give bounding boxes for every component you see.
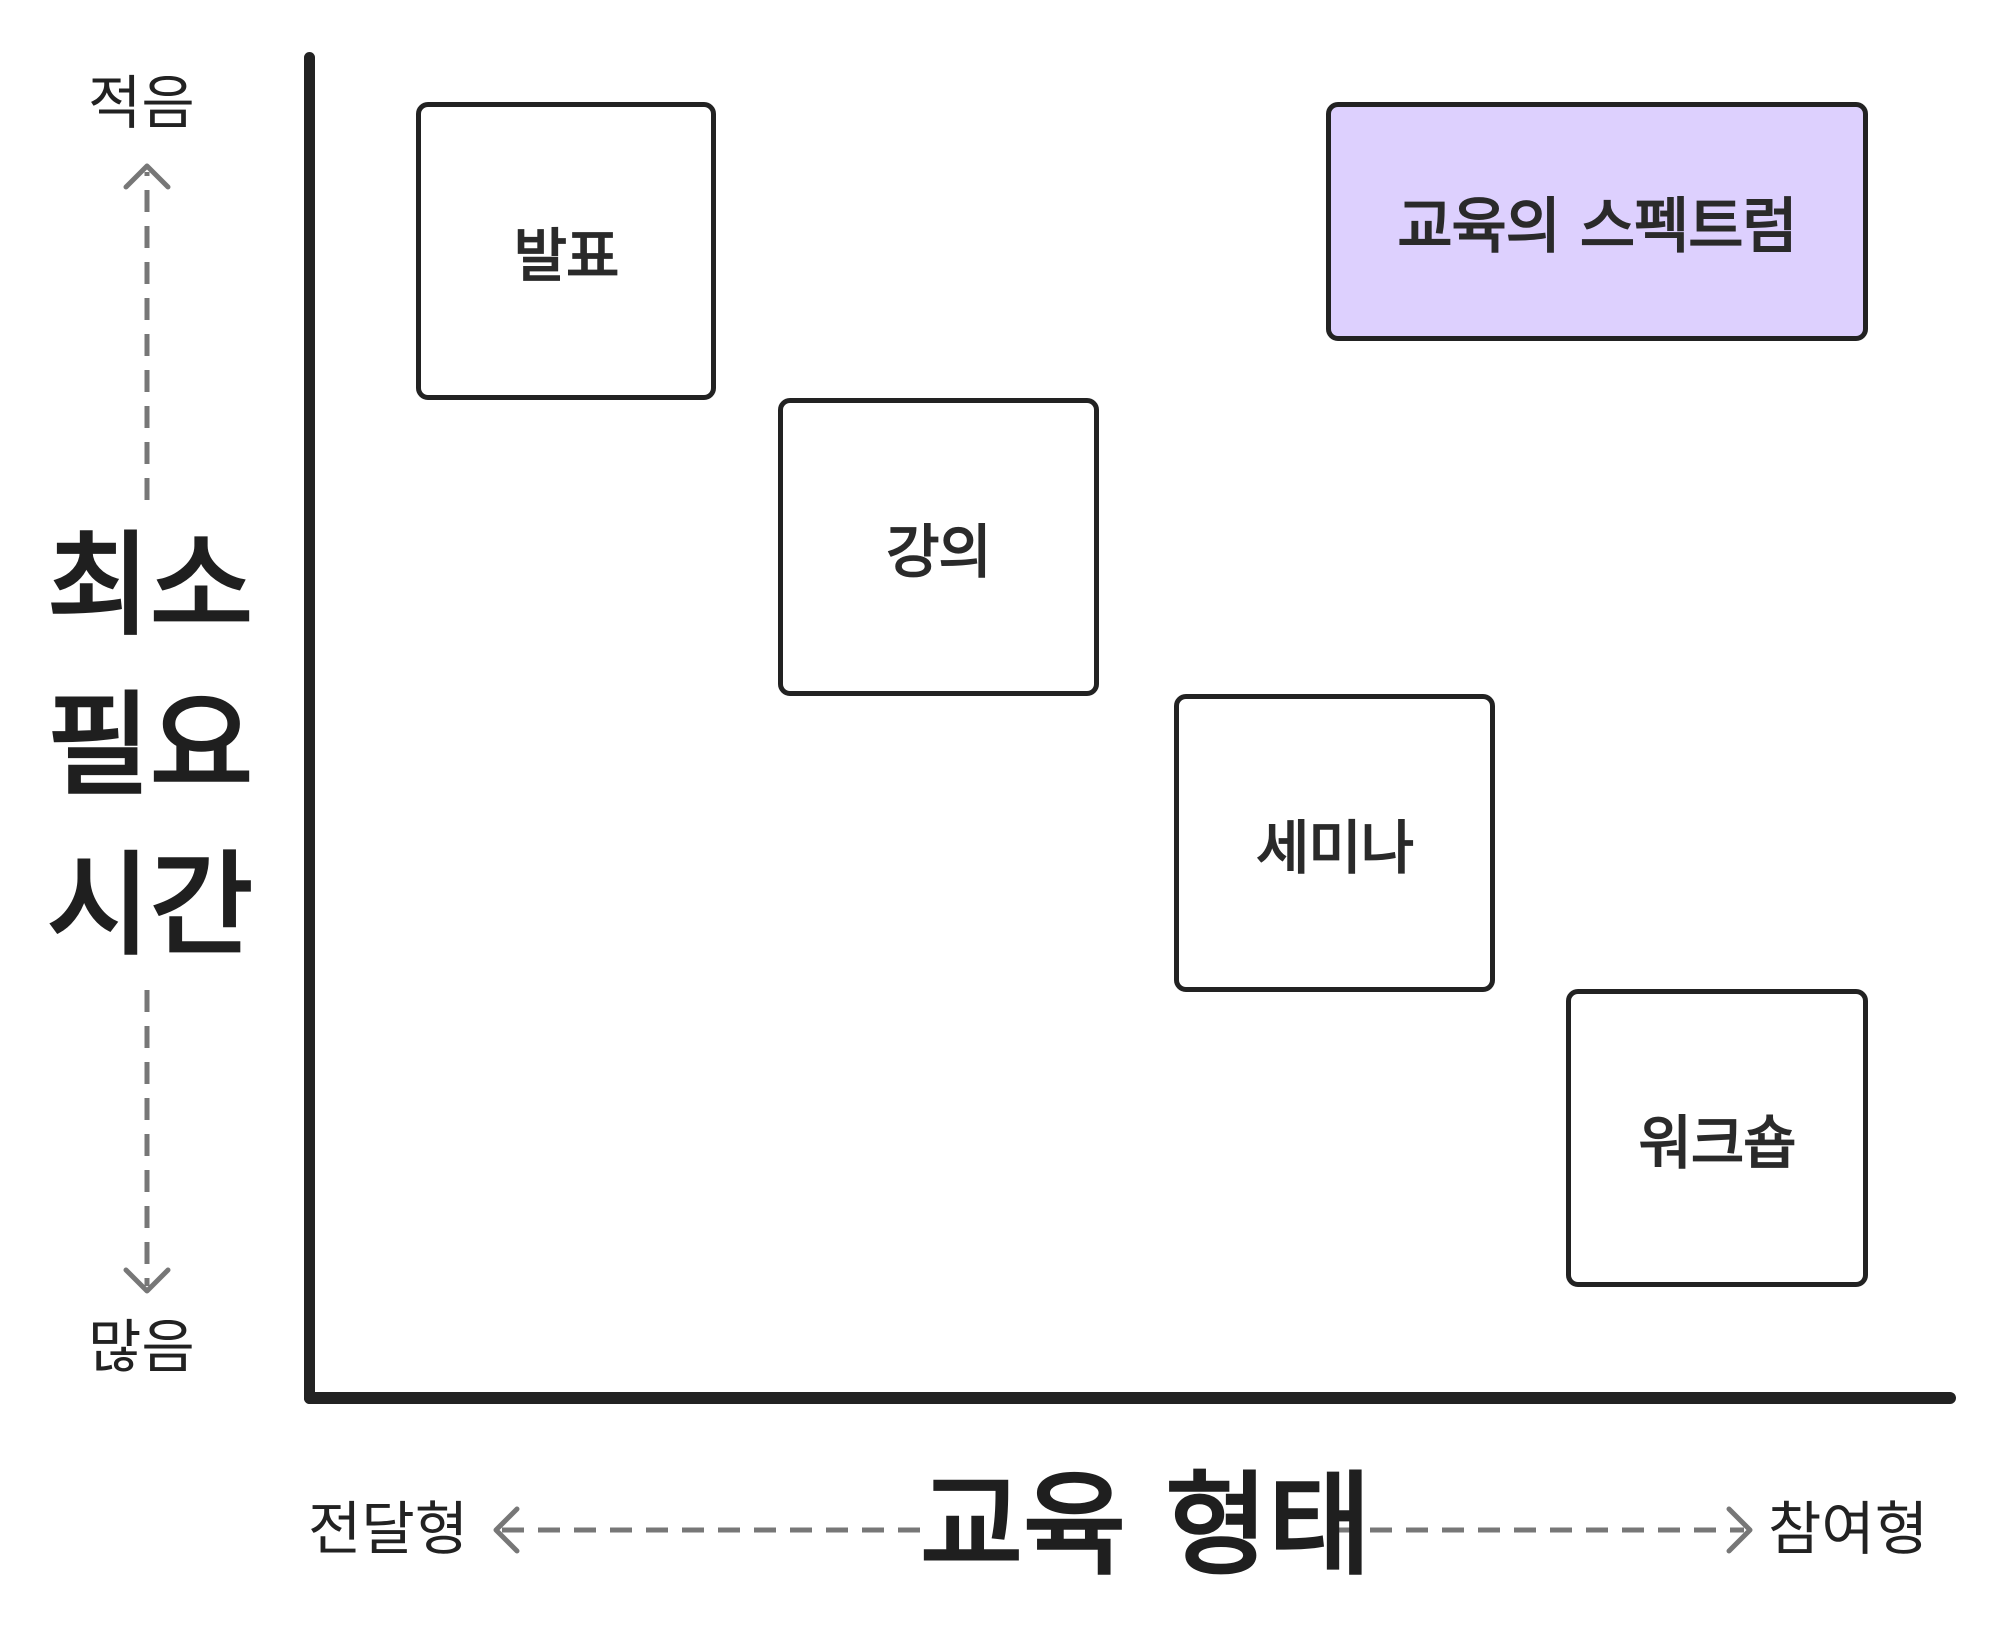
- item-label: 워크숍: [1638, 1109, 1796, 1177]
- x-arrowhead-left: [493, 1506, 520, 1554]
- y-axis-title-line-1: 최소: [46, 521, 254, 651]
- y-axis-title-line-3: 시간: [46, 841, 254, 971]
- item-label: 강의: [886, 518, 992, 586]
- x-axis-right-label: 참여형: [1768, 1495, 1929, 1563]
- y-arrowhead-down: [123, 1267, 171, 1294]
- y-axis-line: [304, 52, 315, 1404]
- y-axis-title-line-2: 필요: [46, 681, 254, 811]
- item-box-presentation: 발표: [416, 102, 716, 400]
- item-label: 세미나: [1255, 814, 1414, 882]
- y-axis-top-label: 적음: [88, 69, 195, 137]
- item-box-workshop: 워크숍: [1566, 989, 1868, 1287]
- item-label: 발표: [513, 222, 620, 290]
- x-arrowhead-right: [1726, 1506, 1753, 1554]
- x-axis-left-label: 전달형: [308, 1495, 469, 1563]
- y-arrowhead-up: [123, 163, 171, 190]
- spectrum-title: 교육의 스펙트럼: [1397, 192, 1797, 262]
- item-box-seminar: 세미나: [1174, 694, 1495, 992]
- item-box-lecture: 강의: [778, 398, 1099, 696]
- x-axis-line: [304, 1392, 1956, 1404]
- x-axis-title: 교육 형태: [920, 1461, 1372, 1591]
- spectrum-title-box: 교육의 스펙트럼: [1326, 102, 1868, 341]
- y-axis-bottom-label: 많음: [88, 1313, 195, 1381]
